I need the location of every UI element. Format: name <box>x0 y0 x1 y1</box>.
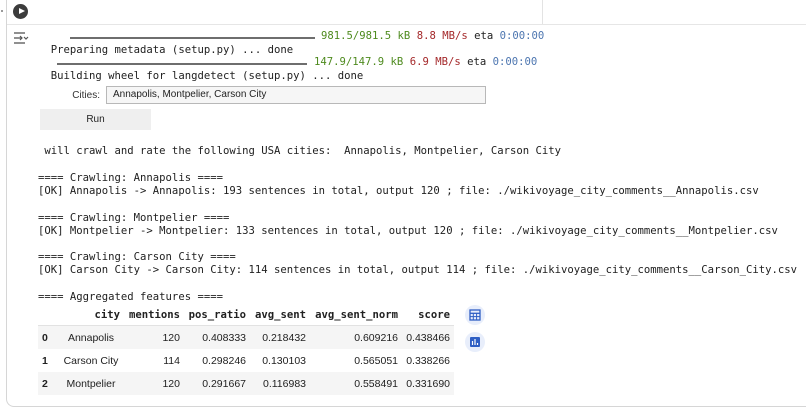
gutter-marker <box>1 10 3 12</box>
log-line: ==== Aggregated features ==== <box>38 291 223 303</box>
column-header: pos_ratio <box>184 305 250 326</box>
column-header: score <box>402 305 454 326</box>
log-line: ==== Crawling: Annapolis ==== <box>38 172 223 184</box>
convert-to-interactive-table-button[interactable] <box>465 305 485 325</box>
column-header: avg_sent <box>250 305 310 326</box>
column-header: city <box>58 305 124 326</box>
output-options-icon[interactable] <box>13 31 29 45</box>
building-wheel-line: Building wheel for langdetect (setup.py)… <box>38 70 364 82</box>
table-row: 2 Montpelier 120 0.291667 0.116983 0.558… <box>38 372 454 395</box>
column-header <box>38 305 58 326</box>
table-row: 1 Carson City 114 0.298246 0.130103 0.56… <box>42 354 450 367</box>
progress-text-2: 147.9/147.9 kB 6.9 MB/s eta 0:00:00 <box>314 56 538 68</box>
divider <box>542 0 543 24</box>
progress-text-1: 981.5/981.5 kB 8.8 MB/s eta 0:00:00 <box>321 30 545 42</box>
cell-input-area[interactable] <box>7 0 806 25</box>
preparing-metadata-line: Preparing metadata (setup.py) ... done <box>38 44 294 56</box>
cell-frame <box>6 0 806 407</box>
log-line: [OK] Annapolis -> Annapolis: 193 sentenc… <box>38 185 759 197</box>
cities-label: Cities: <box>72 90 100 101</box>
column-header: avg_sent_norm <box>310 305 402 326</box>
progress-bar-1 <box>70 37 315 39</box>
dataframe-table: city mentions pos_ratio avg_sent avg_sen… <box>38 305 454 395</box>
table-icon <box>469 309 481 321</box>
log-line: ==== Crawling: Carson City ==== <box>38 251 236 263</box>
progress-bar-2 <box>57 63 307 65</box>
run-cell-button[interactable] <box>13 4 28 19</box>
table-row: 0 Annapolis 120 0.408333 0.218432 0.6092… <box>38 325 454 349</box>
table-header-row: city mentions pos_ratio avg_sent avg_sen… <box>38 305 454 326</box>
log-line: [OK] Montpelier -> Montpelier: 133 sente… <box>38 225 778 237</box>
log-line: ==== Crawling: Montpelier ==== <box>38 212 230 224</box>
bar-chart-icon <box>470 337 480 347</box>
suggest-charts-button[interactable] <box>465 332 485 352</box>
run-button[interactable]: Run <box>40 109 151 130</box>
column-header: mentions <box>124 305 184 326</box>
log-line: will crawl and rate the following USA ci… <box>38 145 561 157</box>
cities-input[interactable]: Annapolis, Montpelier, Carson City <box>106 86 486 104</box>
log-line: [OK] Carson City -> Carson City: 114 sen… <box>38 264 797 276</box>
